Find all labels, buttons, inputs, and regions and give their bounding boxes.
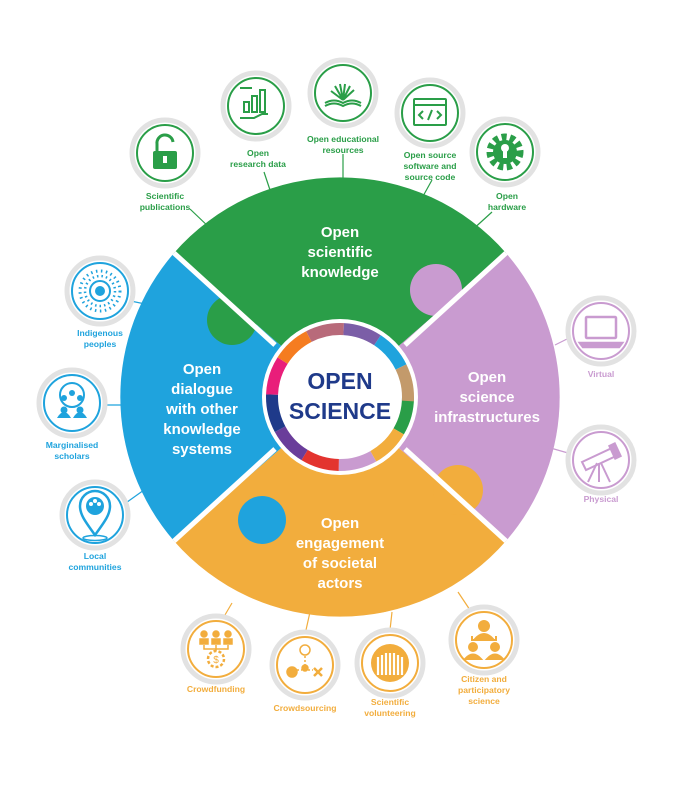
item-label: peoples — [84, 339, 117, 349]
open-lock-icon — [153, 133, 177, 169]
segment-label-line: Open — [321, 224, 359, 241]
puzzle-knob-orange — [433, 465, 483, 515]
item-label: research data — [230, 159, 286, 169]
concentric-dots-icon — [78, 269, 122, 313]
segment-label-line: Open — [468, 369, 506, 386]
item-label: communities — [68, 562, 121, 572]
item-physical: Physical — [565, 424, 637, 504]
open-book-icon — [324, 83, 362, 108]
people-hierarchy-icon — [462, 620, 506, 660]
ring — [120, 177, 560, 617]
item-label: Physical — [584, 494, 619, 504]
item-label: Scientific — [371, 697, 409, 707]
segment-label-line: scientific — [307, 244, 372, 261]
item-label: Scientific — [146, 191, 184, 201]
code-window-icon — [413, 98, 447, 126]
item-label: software and — [403, 161, 456, 171]
segment-label-line: of societal — [303, 555, 377, 572]
item-crowdsourcing: Crowdsourcing — [269, 629, 341, 713]
segment-label-line: infrastructures — [434, 409, 540, 426]
segment-label-line: actors — [317, 575, 362, 592]
segment-label-line: engagement — [296, 535, 384, 552]
item-local-communities: Local communities — [59, 479, 131, 572]
puzzle-knob-blue — [238, 496, 286, 544]
item-label: Marginalised — [46, 440, 99, 450]
item-label: Virtual — [588, 369, 615, 379]
item-label: Open — [247, 148, 269, 158]
segment-open-engagement — [174, 397, 506, 617]
segment-label-line: systems — [172, 441, 232, 458]
puzzle-knob-green — [207, 295, 257, 345]
segment-label-dialogue: Open dialogue with other knowledge syste… — [163, 361, 241, 458]
item-label: Open source — [404, 150, 457, 160]
segment-label-line: knowledge — [163, 421, 241, 438]
idea-network-icon — [286, 644, 323, 678]
center-title-line1: OPEN — [307, 368, 372, 394]
item-scientific-publications: Scientific publications — [129, 117, 201, 212]
item-label: resources — [322, 145, 363, 155]
item-label: publications — [140, 202, 191, 212]
puzzle-knob-purple — [410, 264, 462, 316]
segment-label-engagement: Open engagement of societal actors — [296, 515, 384, 592]
segment-label-line: Open — [321, 515, 359, 532]
item-label: science — [468, 696, 500, 706]
gear-icon — [486, 133, 524, 171]
group-people-icon — [57, 382, 87, 418]
item-label: Local — [84, 551, 106, 561]
money-network-icon: $ — [199, 630, 233, 669]
item-indigenous-peoples: Indigenous peoples — [64, 255, 136, 349]
item-citizen-science: Citizen and participatory science — [448, 604, 520, 706]
segment-label-line: with other — [165, 401, 238, 418]
item-scientific-volunteering: Scientific volunteering — [354, 627, 426, 718]
item-marginalised-scholars: Marginalised scholars — [36, 367, 108, 461]
center-core: OPEN SCIENCE — [262, 319, 418, 475]
segment-open-scientific-knowledge — [174, 177, 506, 397]
segment-label-line: dialogue — [171, 381, 233, 398]
segment-label-line: knowledge — [301, 264, 379, 281]
seam — [403, 447, 508, 543]
seam — [172, 447, 277, 543]
item-label: Open — [496, 191, 518, 201]
item-label: source code — [405, 172, 456, 182]
item-label: participatory — [458, 685, 510, 695]
seam — [172, 251, 277, 347]
item-label: Crowdsourcing — [273, 703, 336, 713]
item-label: volunteering — [364, 708, 416, 718]
item-open-research-data: Open research data — [220, 70, 292, 169]
item-label: Indigenous — [77, 328, 123, 338]
segment-open-dialogue — [120, 253, 340, 541]
item-label: scholars — [54, 451, 90, 461]
segment-label-line: science — [459, 389, 514, 406]
seam — [403, 251, 508, 347]
item-label: Open educational — [307, 134, 379, 144]
item-virtual: Virtual — [565, 295, 637, 379]
svg-text:$: $ — [213, 655, 219, 666]
bar-chart-hand-icon — [240, 87, 268, 119]
raised-hands-icon — [371, 644, 409, 682]
segment-open-science-infrastructures — [340, 253, 560, 541]
item-label: Crowdfunding — [187, 684, 245, 694]
color-wheel — [266, 323, 414, 471]
segment-label-infrastructures: Open science infrastructures — [434, 369, 540, 426]
telescope-icon — [580, 442, 623, 483]
laptop-icon — [577, 315, 625, 349]
connectors — [103, 154, 576, 631]
location-pin-icon — [78, 489, 112, 542]
segment-label-line: Open — [183, 361, 221, 378]
item-label: hardware — [488, 202, 526, 212]
segment-label-knowledge: Open scientific knowledge — [301, 224, 379, 281]
item-open-hardware: Open hardware — [469, 116, 541, 212]
item-open-educational-resources: Open educational resources — [307, 57, 379, 155]
item-label: Citizen and — [461, 674, 507, 684]
item-open-source: Open source software and source code — [394, 77, 466, 182]
center-title-line2: SCIENCE — [289, 398, 391, 424]
item-crowdfunding: $ Crowdfunding — [180, 613, 252, 694]
